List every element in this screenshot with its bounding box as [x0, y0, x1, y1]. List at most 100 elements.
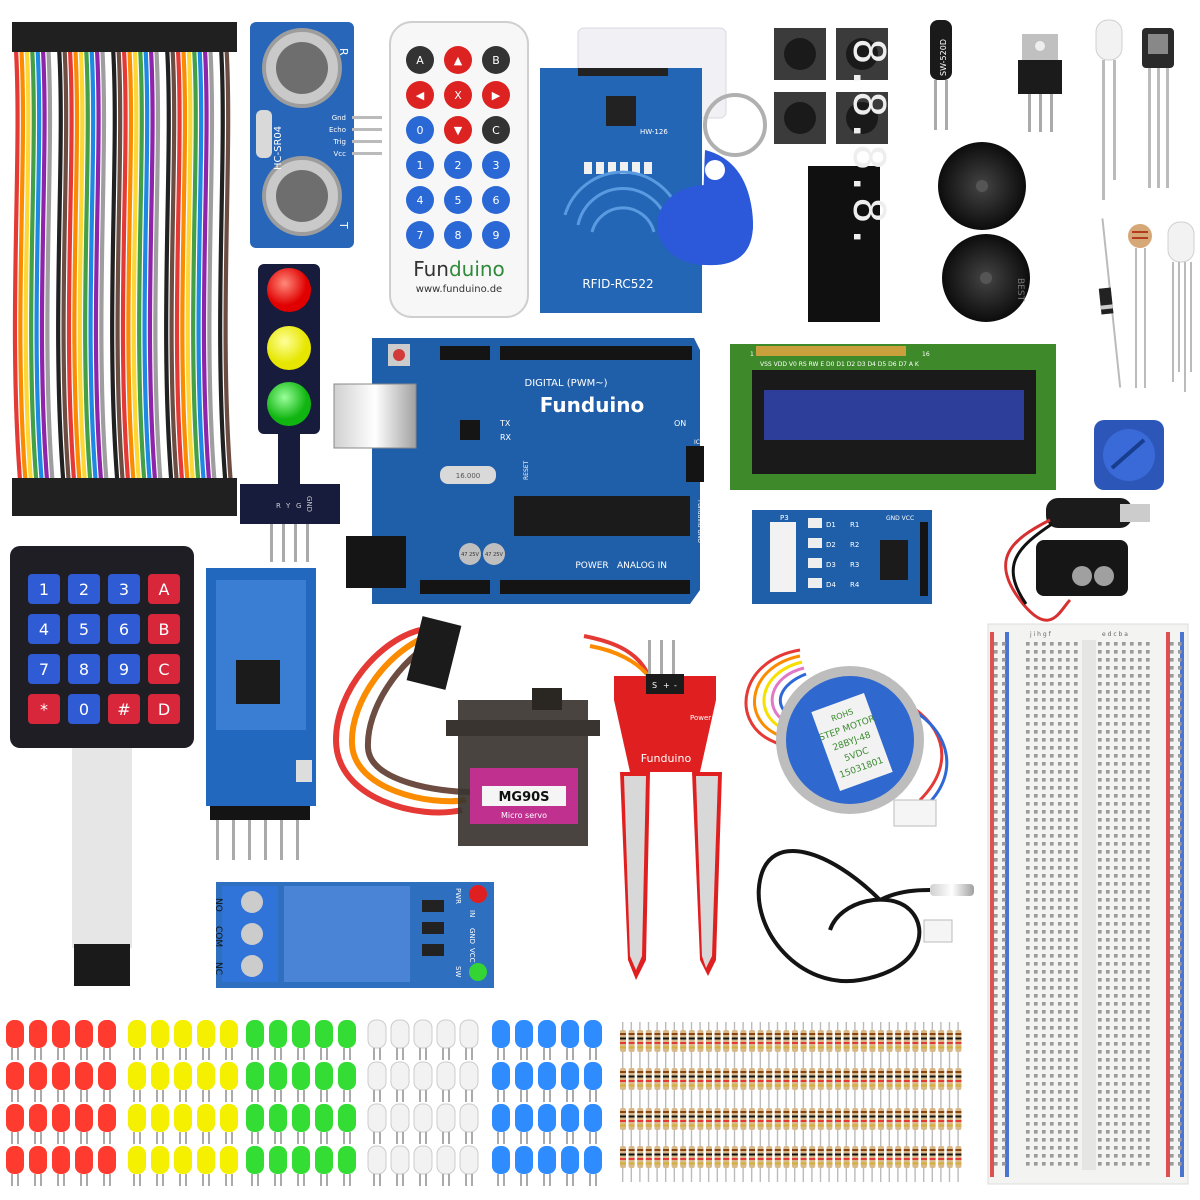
- resistor-band: [886, 1124, 893, 1127]
- soil-brand: Funduino: [641, 752, 692, 765]
- keypad-key[interactable]: [28, 614, 60, 644]
- keypad-key[interactable]: [68, 694, 100, 724]
- remote-button[interactable]: [406, 221, 434, 249]
- resistor-band: [731, 1080, 738, 1082]
- remote-button[interactable]: [406, 46, 434, 74]
- remote-button[interactable]: [444, 81, 472, 109]
- resistor-band: [671, 1158, 678, 1160]
- keypad-key[interactable]: [148, 574, 180, 604]
- ultrasonic-side-t: T: [337, 221, 350, 229]
- resistor-band: [809, 1149, 816, 1151]
- remote-button-label: C: [492, 124, 500, 137]
- resistor-band: [809, 1075, 816, 1078]
- remote-button-label: ▶: [492, 89, 501, 102]
- resistor-band: [860, 1124, 867, 1127]
- resistor-band: [869, 1162, 876, 1165]
- keypad-key[interactable]: [108, 614, 140, 644]
- resistor-band: [800, 1042, 807, 1044]
- keypad-key[interactable]: [28, 574, 60, 604]
- keypad-key[interactable]: [148, 614, 180, 644]
- resistor-band: [663, 1158, 669, 1160]
- resistor-band: [843, 1084, 850, 1087]
- remote-button[interactable]: [444, 116, 472, 144]
- led-leg: [297, 1132, 299, 1144]
- resistor-band: [783, 1033, 790, 1035]
- remote-button[interactable]: [444, 186, 472, 214]
- stepper-gnd-vcc: GND VCC: [886, 515, 914, 522]
- keypad-key[interactable]: [108, 654, 140, 684]
- led-leg: [17, 1048, 19, 1060]
- resistor-band: [671, 1162, 678, 1165]
- led-leg: [520, 1090, 522, 1102]
- resistor-band: [774, 1111, 781, 1113]
- keypad-key[interactable]: [68, 614, 100, 644]
- resistor-band: [869, 1037, 876, 1040]
- remote-button[interactable]: [444, 221, 472, 249]
- led-leg: [202, 1090, 204, 1102]
- led: [584, 1104, 602, 1132]
- led: [413, 1061, 433, 1091]
- led-leg: [86, 1132, 88, 1144]
- resistor-band: [835, 1120, 841, 1122]
- resistor-band: [912, 1037, 919, 1040]
- battery-clip-9v: [1004, 498, 1150, 622]
- led: [75, 1146, 93, 1174]
- remote-button[interactable]: [482, 186, 510, 214]
- led-leg: [320, 1132, 322, 1144]
- remote-button[interactable]: [482, 116, 510, 144]
- resistor-band: [697, 1149, 704, 1151]
- resistor-band: [938, 1149, 945, 1151]
- led-leg: [343, 1048, 345, 1060]
- stepper-led: [808, 518, 822, 528]
- lcd-pin-16: 16: [922, 351, 930, 358]
- remote-button[interactable]: [482, 81, 510, 109]
- remote-button[interactable]: [406, 116, 434, 144]
- remote-button-label: B: [492, 54, 500, 67]
- remote-button-label: 7: [417, 229, 424, 242]
- keypad-key[interactable]: [148, 694, 180, 724]
- resistor-band: [912, 1080, 919, 1082]
- remote-button[interactable]: [444, 151, 472, 179]
- led: [338, 1020, 356, 1048]
- keypad-key[interactable]: [28, 654, 60, 684]
- temperature-probe: [756, 849, 974, 984]
- led-leg: [156, 1174, 158, 1186]
- remote-button[interactable]: [406, 186, 434, 214]
- remote-button[interactable]: [406, 81, 434, 109]
- resistor-band: [731, 1084, 738, 1087]
- remote-button[interactable]: [482, 221, 510, 249]
- resistor-band: [835, 1075, 841, 1078]
- resistor-band: [878, 1042, 884, 1044]
- led: [390, 1061, 410, 1091]
- stepper-resistor-label: R4: [850, 581, 860, 589]
- keypad-key[interactable]: [108, 694, 140, 724]
- resistor-band: [886, 1149, 893, 1151]
- led: [538, 1062, 556, 1090]
- led-leg: [379, 1132, 381, 1144]
- keypad-key-label: 7: [39, 660, 49, 679]
- rfid-smd-part: [608, 162, 616, 174]
- resistor-band: [903, 1115, 910, 1118]
- resistor-band: [706, 1080, 712, 1082]
- led: [52, 1146, 70, 1174]
- remote-button-label: 9: [493, 229, 500, 242]
- keypad-key[interactable]: [68, 574, 100, 604]
- remote-button[interactable]: [444, 46, 472, 74]
- resistor-band: [860, 1033, 867, 1035]
- resistor-band: [749, 1111, 755, 1113]
- resistor-band: [835, 1149, 841, 1151]
- servo-model: MG90S: [498, 790, 549, 805]
- uno-led-on: ON: [674, 419, 686, 428]
- remote-button[interactable]: [406, 151, 434, 179]
- remote-button[interactable]: [482, 46, 510, 74]
- resistor-band: [878, 1115, 884, 1118]
- keypad-key[interactable]: [148, 654, 180, 684]
- led-leg: [257, 1174, 259, 1186]
- resistor-band: [912, 1153, 919, 1156]
- keypad-key[interactable]: [108, 574, 140, 604]
- remote-button[interactable]: [482, 151, 510, 179]
- resistor-band: [654, 1037, 661, 1040]
- keypad-key[interactable]: [28, 694, 60, 724]
- keypad-key[interactable]: [68, 654, 100, 684]
- remote-button-label: 3: [493, 159, 500, 172]
